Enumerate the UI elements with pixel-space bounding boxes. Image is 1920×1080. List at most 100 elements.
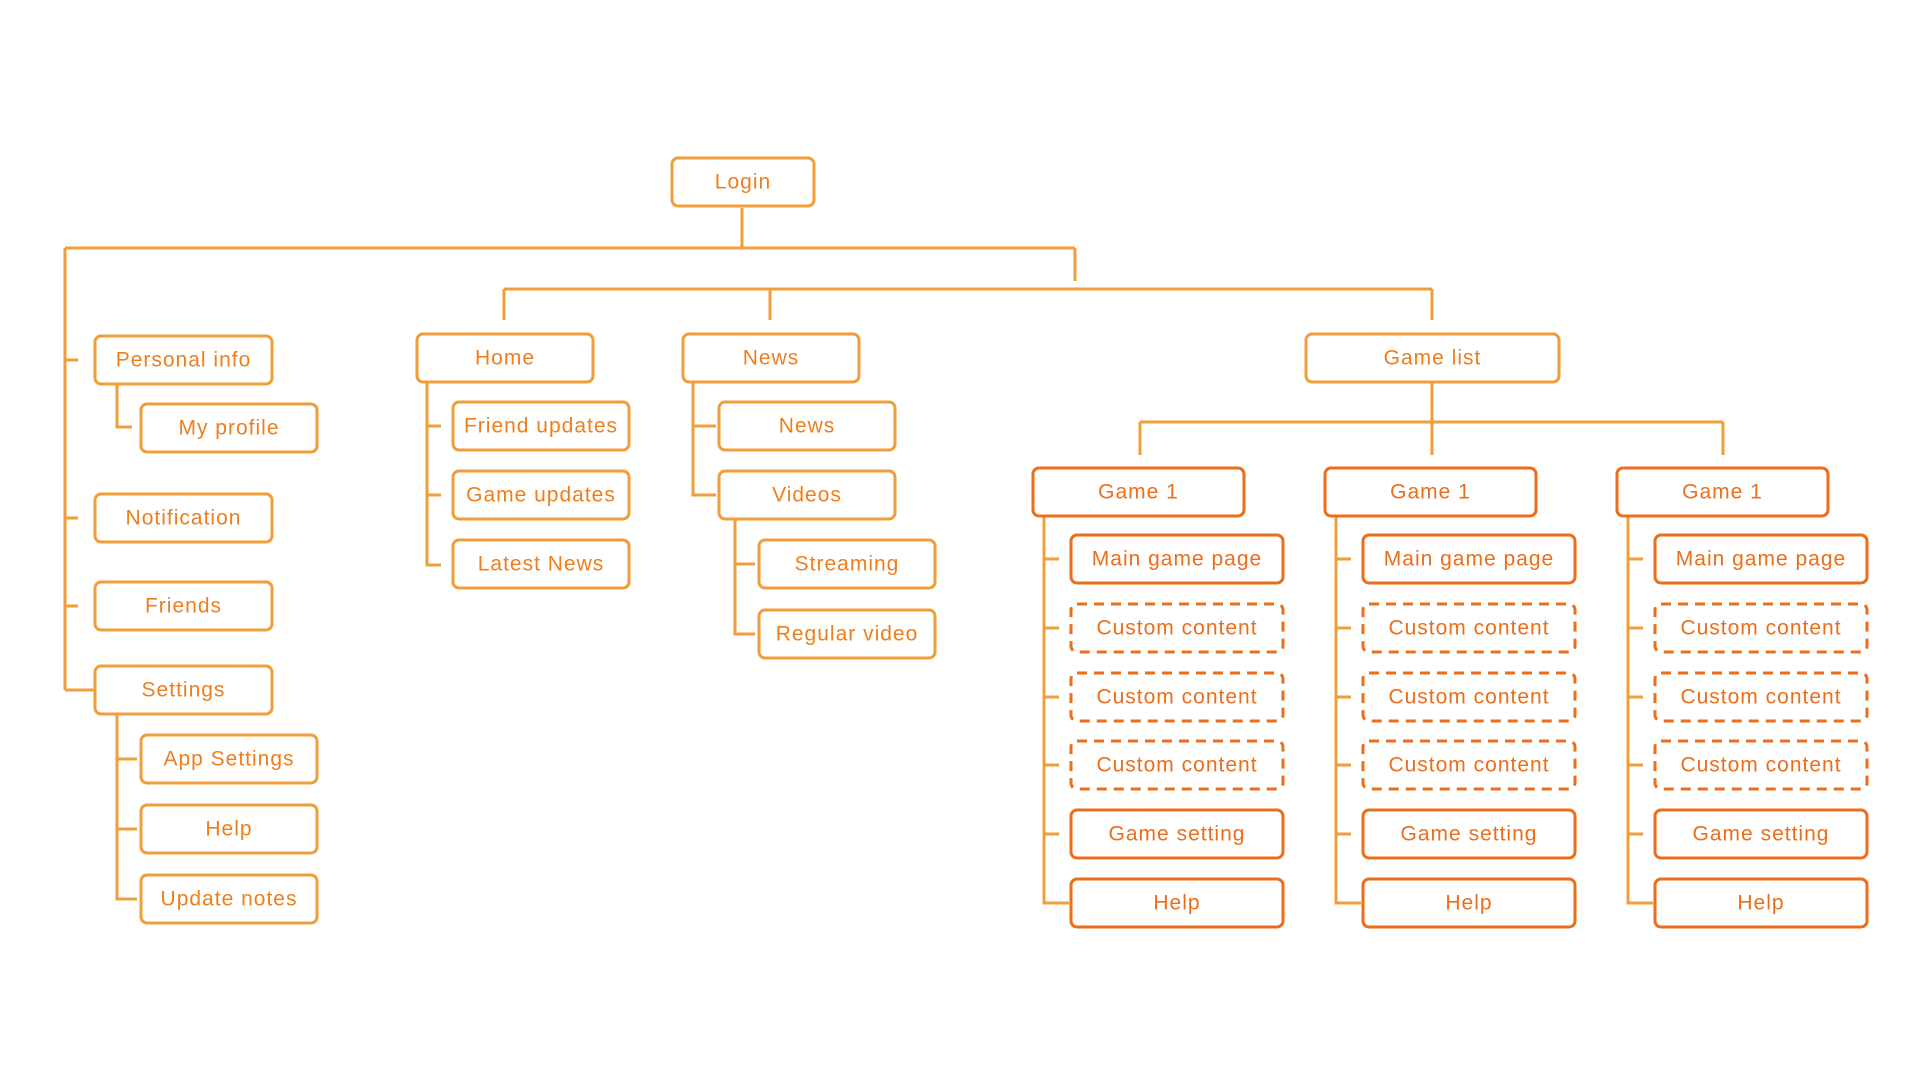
node-game-2-child-3: Custom content — [1361, 671, 1577, 723]
node-game-3-child-4-label: Custom content — [1680, 754, 1841, 777]
node-game-3-child-3: Custom content — [1653, 671, 1869, 723]
node-news-label: News — [743, 347, 800, 370]
node-game-1-child-2: Custom content — [1069, 602, 1285, 654]
node-game-2-child-3-box — [1361, 671, 1577, 723]
node-latest-news: Latest News — [451, 538, 631, 590]
node-personal-info-label: Personal info — [116, 349, 252, 372]
node-update-notes-label: Update notes — [161, 888, 298, 911]
node-videos-box — [717, 469, 897, 521]
node-friends: Friends — [93, 580, 274, 632]
node-game-2-child-2-label: Custom content — [1388, 617, 1549, 640]
node-login-box — [670, 156, 816, 208]
node-login-label: Login — [715, 171, 771, 194]
node-game-2-child-2: Custom content — [1361, 602, 1577, 654]
connector-line — [1042, 515, 1069, 905]
node-game-3-child-4: Custom content — [1653, 739, 1869, 791]
node-settings-help: Help — [139, 803, 319, 855]
node-game-1-child-2-box — [1069, 602, 1285, 654]
node-game-2-child-6-label: Help — [1445, 892, 1492, 915]
node-game-3-child-3-box — [1653, 671, 1869, 723]
node-login: Login — [670, 156, 816, 208]
node-update-notes: Update notes — [139, 873, 319, 925]
node-game-2-child-6: Help — [1361, 877, 1577, 929]
node-my-profile-box — [139, 402, 319, 454]
node-game-1-child-1: Main game page — [1069, 533, 1285, 585]
node-game-updates-box — [451, 469, 631, 521]
node-friend-updates-label: Friend updates — [464, 415, 618, 438]
node-game-1-child-5-label: Game setting — [1109, 823, 1246, 846]
node-game-updates-label: Game updates — [466, 484, 616, 507]
node-game-3-child-2: Custom content — [1653, 602, 1869, 654]
node-game-2-child-4-box — [1361, 739, 1577, 791]
node-friends-box — [93, 580, 274, 632]
node-videos: Videos — [717, 469, 897, 521]
node-regular-video: Regular video — [757, 608, 937, 660]
node-news-child-label: News — [779, 415, 836, 438]
node-game-3-child-2-label: Custom content — [1680, 617, 1841, 640]
node-streaming: Streaming — [757, 538, 937, 590]
node-game-2-box — [1323, 466, 1538, 518]
node-game-2: Game 1 — [1323, 466, 1538, 518]
connector-lines — [63, 208, 1725, 905]
node-settings-help-box — [139, 803, 319, 855]
node-game-2-child-2-box — [1361, 602, 1577, 654]
node-game-1-child-3-label: Custom content — [1096, 686, 1257, 709]
node-game-2-child-3-label: Custom content — [1388, 686, 1549, 709]
node-friend-updates-box — [451, 400, 631, 452]
node-game-1-child-5: Game setting — [1069, 808, 1285, 860]
node-game-2-child-5-label: Game setting — [1401, 823, 1538, 846]
connector-line — [733, 519, 755, 636]
node-game-1-child-5-box — [1069, 808, 1285, 860]
node-game-1-child-4: Custom content — [1069, 739, 1285, 791]
node-game-3-child-6-box — [1653, 877, 1869, 929]
node-game-1: Game 1 — [1031, 466, 1246, 518]
node-game-1-child-1-box — [1069, 533, 1285, 585]
node-news-child: News — [717, 400, 897, 452]
node-home: Home — [415, 332, 595, 384]
node-update-notes-box — [139, 873, 319, 925]
node-game-2-child-1: Main game page — [1361, 533, 1577, 585]
node-news: News — [681, 332, 861, 384]
node-game-3-label: Game 1 — [1682, 481, 1763, 504]
node-personal-info-box — [93, 334, 274, 386]
node-game-3-child-1-box — [1653, 533, 1869, 585]
node-game-3-child-6: Help — [1653, 877, 1869, 929]
node-game-1-child-4-box — [1069, 739, 1285, 791]
node-game-1-child-6-label: Help — [1153, 892, 1200, 915]
connector-line — [115, 383, 132, 429]
node-game-3-child-1-label: Main game page — [1676, 548, 1846, 571]
node-news-box — [681, 332, 861, 384]
node-game-3-child-5-label: Game setting — [1693, 823, 1830, 846]
node-game-3-child-1: Main game page — [1653, 533, 1869, 585]
node-app-settings-box — [139, 733, 319, 785]
node-news-child-box — [717, 400, 897, 452]
node-regular-video-label: Regular video — [776, 623, 919, 646]
node-game-3-box — [1615, 466, 1830, 518]
node-videos-label: Videos — [772, 484, 842, 507]
node-latest-news-label: Latest News — [478, 553, 605, 576]
node-settings-box — [93, 664, 274, 716]
node-settings: Settings — [93, 664, 274, 716]
node-game-1-label: Game 1 — [1098, 481, 1179, 504]
node-latest-news-box — [451, 538, 631, 590]
node-game-1-child-4-label: Custom content — [1096, 754, 1257, 777]
connector-line — [691, 382, 716, 497]
node-game-list: Game list — [1304, 332, 1561, 384]
node-game-1-child-2-label: Custom content — [1096, 617, 1257, 640]
node-game-2-child-4-label: Custom content — [1388, 754, 1549, 777]
node-game-2-label: Game 1 — [1390, 481, 1471, 504]
connector-line — [115, 714, 137, 901]
node-notification-box — [93, 492, 274, 544]
node-home-label: Home — [475, 347, 535, 370]
connector-line — [1334, 515, 1361, 905]
node-game-2-child-1-label: Main game page — [1384, 548, 1554, 571]
node-home-box — [415, 332, 595, 384]
node-personal-info: Personal info — [93, 334, 274, 386]
node-game-3-child-5-box — [1653, 808, 1869, 860]
node-game-2-child-5: Game setting — [1361, 808, 1577, 860]
node-game-2-child-5-box — [1361, 808, 1577, 860]
node-game-1-child-6-box — [1069, 877, 1285, 929]
node-game-2-child-6-box — [1361, 877, 1577, 929]
node-notification-label: Notification — [126, 507, 242, 530]
